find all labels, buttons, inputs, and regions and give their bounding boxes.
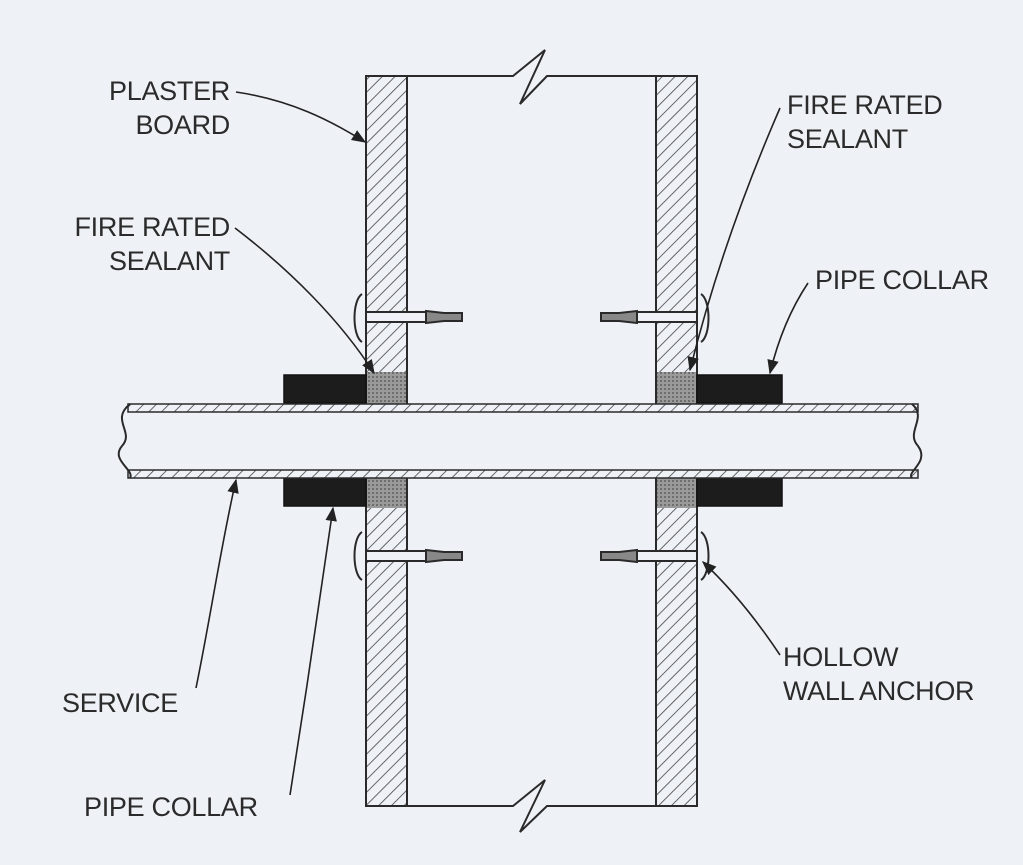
- label-fire-rated-sealant-right: FIRE RATED SEALANT: [787, 88, 943, 156]
- label-fire-rated-sealant-left: FIRE RATED SEALANT: [40, 210, 230, 278]
- fire-rated-sealant: [367, 372, 696, 508]
- pipe-collar-shapes: [283, 374, 783, 507]
- break-line-top: [407, 40, 656, 106]
- label-service: SERVICE: [62, 688, 178, 718]
- label-pipe-collar-top: PIPE COLLAR: [815, 265, 989, 295]
- label-plaster-board-line1: PLASTER: [109, 76, 230, 106]
- label-pipe-collar-bottom: PIPE COLLAR: [84, 792, 258, 822]
- label-fire-rated-sealant-right-line2: SEALANT: [787, 124, 908, 154]
- label-plaster-board: PLASTER BOARD: [60, 74, 230, 142]
- label-fire-rated-sealant-right-line1: FIRE RATED: [787, 90, 943, 120]
- service-pipe: [117, 403, 923, 479]
- label-plaster-board-line2: BOARD: [135, 110, 230, 140]
- label-hollow-wall-anchor-line2: WALL ANCHOR: [783, 676, 975, 706]
- break-line-bottom: [407, 779, 656, 840]
- label-hollow-wall-anchor-line1: HOLLOW: [783, 642, 899, 672]
- label-hollow-wall-anchor: HOLLOW WALL ANCHOR: [783, 640, 975, 708]
- leader-lines: [195, 91, 809, 796]
- label-fire-rated-sealant-left-line2: SEALANT: [109, 246, 230, 276]
- label-fire-rated-sealant-left-line1: FIRE RATED: [74, 212, 230, 242]
